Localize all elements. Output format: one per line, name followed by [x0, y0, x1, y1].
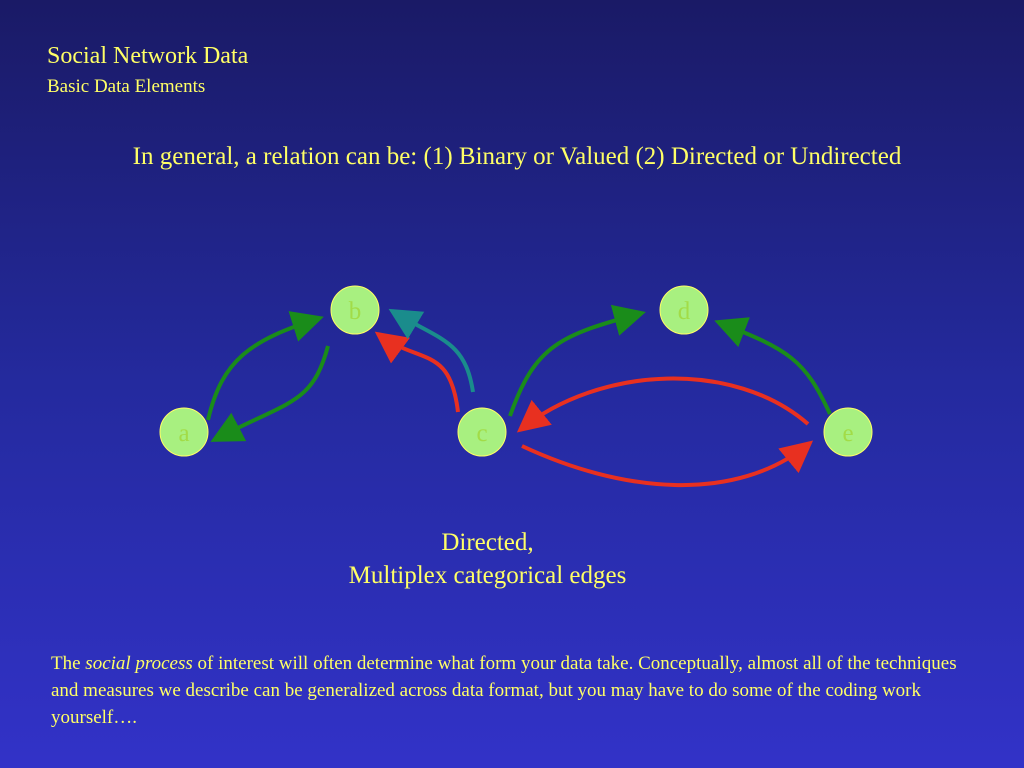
node-label-b: b [349, 298, 362, 325]
node-label-e: e [842, 420, 853, 447]
node-label-d: d [678, 298, 691, 325]
edge-c-to-e [521, 440, 814, 487]
node-label-c: c [476, 420, 487, 447]
footer-text-part1: The [51, 653, 86, 674]
edges [206, 304, 832, 487]
caption-line-2: Multiplex categorical edges [348, 562, 627, 589]
node-d: d [659, 285, 709, 335]
caption-line-1: Directed, [441, 529, 534, 556]
slide-headline: In general, a relation can be: (1) Binar… [132, 143, 902, 170]
edge-b-to-a [210, 345, 330, 442]
slide-subtitle: Basic Data Elements [47, 76, 206, 97]
edge-c-to-b-teal [388, 308, 475, 393]
edge-e-to-d [714, 317, 832, 415]
diagram-caption: Directed, Multiplex categorical edges [280, 526, 695, 592]
footer-text-part2: of interest will often determine what fo… [51, 653, 957, 728]
node-c: c [457, 407, 507, 457]
footer-emphasis: social process [85, 653, 193, 674]
edge-a-to-b [206, 311, 324, 421]
node-e: e [823, 407, 873, 457]
node-label-a: a [178, 420, 189, 447]
slide-title: Social Network Data [47, 43, 249, 69]
node-b: b [330, 285, 380, 335]
footer-text: The social process of interest will ofte… [51, 650, 971, 731]
edge-c-to-b-red [374, 331, 460, 413]
edge-c-to-d [508, 304, 646, 417]
edge-e-to-c [516, 376, 810, 433]
node-a: a [159, 407, 209, 457]
